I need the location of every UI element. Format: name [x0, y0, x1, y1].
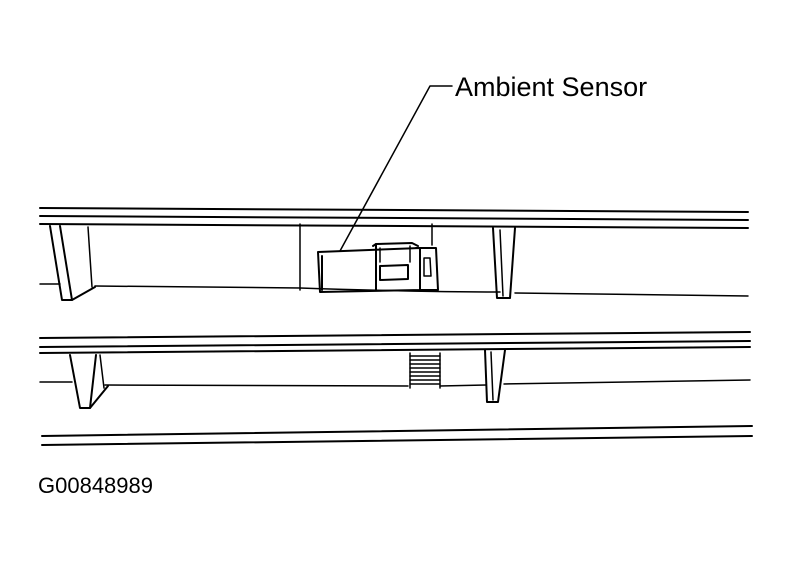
sensor-bracket	[299, 223, 433, 291]
figure-id: G00848989	[38, 473, 153, 498]
lower-right-rib	[484, 349, 506, 403]
callout-leader	[339, 85, 453, 252]
upper-right-rib	[492, 227, 516, 299]
ambient-sensor-label: Ambient Sensor	[455, 72, 647, 102]
ambient-sensor	[317, 242, 439, 293]
upper-panel-rail	[39, 207, 749, 297]
lower-panel-rail	[39, 331, 753, 446]
lower-left-rib	[69, 354, 109, 409]
spring-clip	[409, 352, 441, 389]
upper-left-rib	[49, 225, 96, 301]
